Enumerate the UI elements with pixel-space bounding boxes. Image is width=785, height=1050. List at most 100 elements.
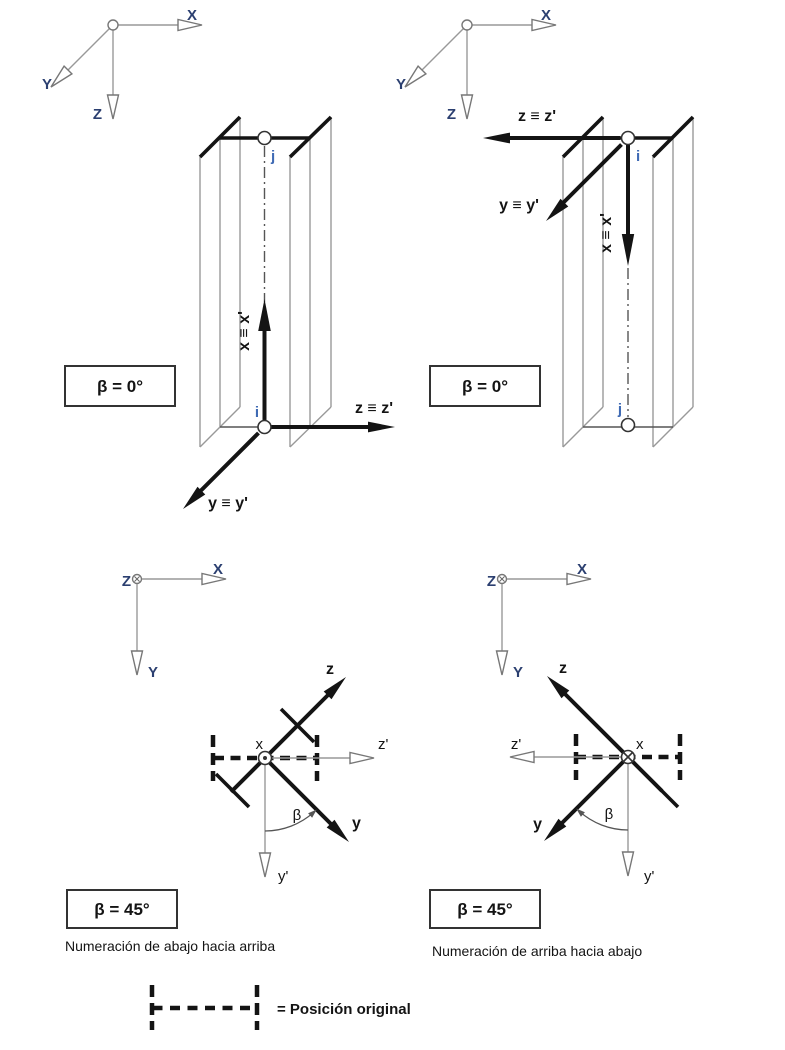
z-axis-arrowhead-icon (106, 94, 120, 120)
local-y-axis-label: y ≡ y' (208, 495, 248, 512)
beta-box-frame (429, 365, 541, 407)
local-x-label: x (256, 736, 264, 753)
beta-box-frame (429, 889, 541, 929)
beta-value-label: β = 0° (97, 377, 143, 396)
rotated-flange-line (214, 772, 251, 809)
local-y-axis-line (195, 431, 260, 496)
y-axis-arrowhead-icon (495, 650, 509, 676)
y-axis-arrowhead-icon (404, 64, 428, 88)
local-y-arrowhead-icon (546, 198, 569, 221)
local-y-axis-label: y ≡ y' (499, 197, 539, 214)
x-axis-arrowhead-icon (566, 572, 592, 586)
global-y-label: Y (42, 76, 52, 93)
y-axis-line (420, 24, 468, 72)
beta-value-label: β = 0° (462, 377, 508, 396)
y-axis-arrowhead-icon (50, 64, 74, 88)
beta-value-label: β = 45° (94, 900, 150, 919)
z-symbol-cross (134, 576, 140, 582)
rotated-flange-line (576, 705, 613, 742)
caption-bottom-right: Numeración de arriba hacia abajo (432, 943, 642, 959)
global-axes-3d-right: X Y Z (396, 7, 557, 123)
origin-node-icon (107, 19, 119, 31)
global-z-label: Z (93, 106, 102, 123)
local-x-label: x (636, 736, 644, 753)
local-y-axis-line (559, 755, 630, 826)
global-axes-3d-left: X Y Z (42, 7, 203, 123)
z-prime-arrowhead-icon (349, 751, 375, 765)
legend-label: = Posición original (277, 1001, 411, 1018)
z-prime-label: z' (511, 736, 522, 753)
local-x-axis-label: x ≡ x' (598, 213, 615, 253)
beta-label: β (293, 807, 302, 824)
z-symbol-cross (499, 576, 505, 582)
beta-arc-arrowhead-icon (576, 808, 585, 817)
global-z-label: Z (122, 573, 131, 590)
global-x-label: X (541, 7, 551, 24)
beta-label: β (605, 806, 614, 823)
x-axis-arrowhead-icon (177, 18, 203, 32)
local-x-axis-label: x ≡ x' (236, 311, 253, 351)
beta-box-frame (66, 889, 178, 929)
local-z-arrowhead-icon (323, 677, 346, 700)
z-axis-arrowhead-icon (460, 94, 474, 120)
y-prime-arrowhead-icon (621, 851, 635, 877)
global-y-label: Y (396, 76, 406, 93)
local-y-arrowhead-icon (183, 486, 206, 509)
y-prime-label: y' (278, 868, 289, 885)
column-3d-top-down: i j x ≡ x' z ≡ z' y ≡ y' (483, 108, 695, 448)
global-axes-2d-right: Z X Y (487, 561, 592, 681)
node-i-icon (257, 419, 272, 435)
local-z-label: z (326, 661, 334, 678)
global-x-label: X (213, 561, 223, 578)
node-j-icon (620, 417, 636, 433)
global-x-label: X (187, 7, 197, 24)
local-y-arrowhead-icon (326, 819, 349, 842)
legend-original-position: = Posición original (149, 985, 411, 1030)
beta-box-top-left: β = 0° (64, 365, 176, 407)
section-rotated-top-down: z' y' z y β x (509, 660, 683, 885)
local-x-arrowhead-icon (258, 299, 271, 331)
caption-bottom-left: Numeración de abajo hacia arriba (65, 938, 275, 954)
flange-top-edge (288, 115, 333, 159)
global-y-label: Y (148, 664, 158, 681)
beta-angle-arc (264, 811, 315, 832)
beta-box-bottom-left: β = 45° (66, 889, 178, 929)
y-axis-arrowhead-icon (130, 650, 144, 676)
beta-angle-arc (578, 810, 629, 831)
global-z-label: Z (447, 106, 456, 123)
rotated-flange-line (643, 772, 680, 809)
beta-box-frame (64, 365, 176, 407)
local-y-axis-line (263, 756, 334, 827)
beta-arc-arrowhead-icon (308, 809, 317, 818)
beta-value-label: β = 45° (457, 900, 513, 919)
local-y-axis-line (557, 143, 623, 209)
y-axis-line (66, 24, 114, 72)
node-i-icon (620, 130, 636, 146)
local-y-label: y (533, 816, 542, 833)
x-symbol-cross (622, 751, 634, 763)
y-prime-label: y' (644, 868, 655, 885)
global-y-label: Y (513, 664, 523, 681)
node-bottom-label: j (617, 401, 622, 418)
local-z-arrowhead-icon (368, 421, 395, 433)
local-z-axis-label: z ≡ z' (518, 108, 556, 125)
column-3d-bottom-up: j i x ≡ x' z ≡ z' y ≡ y' (183, 115, 395, 512)
local-y-arrowhead-icon (544, 818, 567, 841)
beta-box-top-right: β = 0° (429, 365, 541, 407)
node-top-label: i (636, 148, 640, 165)
local-z-arrowhead-icon (483, 132, 510, 144)
global-axes-2d-left: Z X Y (122, 561, 227, 681)
z-prime-label: z' (378, 736, 389, 753)
local-z-label: z (559, 660, 567, 677)
node-j-icon (257, 130, 272, 146)
local-x-arrowhead-icon (621, 234, 635, 266)
local-y-label: y (352, 815, 361, 832)
local-z-axis-label: z ≡ z' (355, 400, 393, 417)
section-rotated-bottom-up: z' y' z y β x (210, 661, 389, 885)
global-z-label: Z (487, 573, 496, 590)
node-top-label: j (270, 148, 275, 165)
x-axis-arrowhead-icon (201, 572, 227, 586)
y-prime-arrowhead-icon (258, 852, 272, 878)
